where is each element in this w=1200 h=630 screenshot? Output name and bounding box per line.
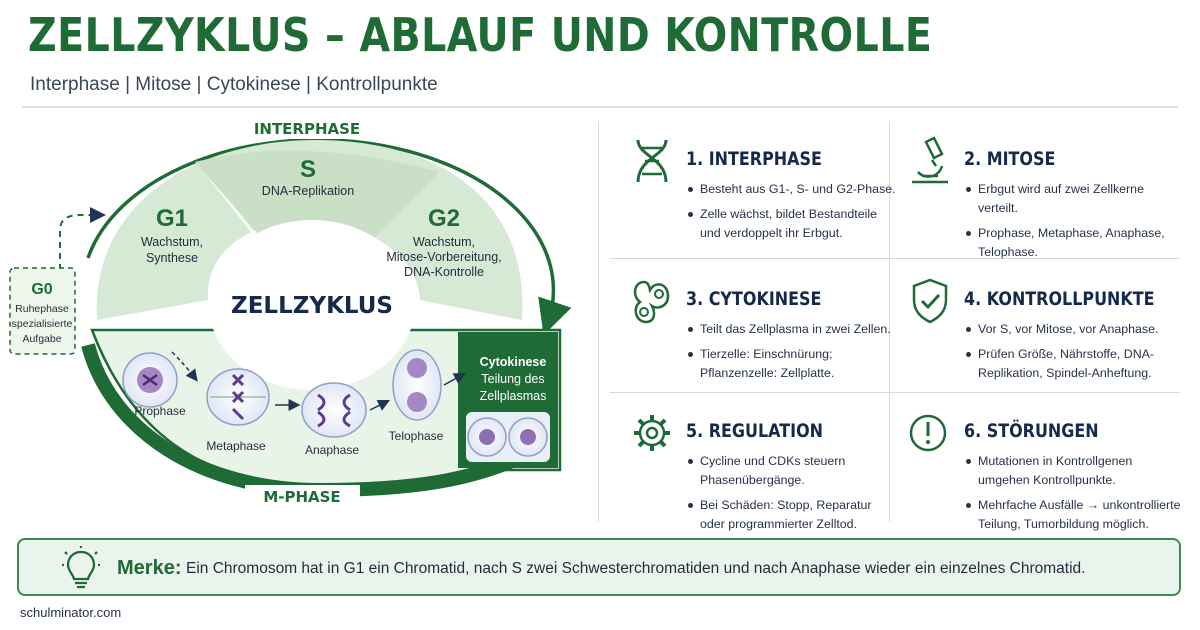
footer-url: schulminator.com xyxy=(20,605,122,620)
dna-icon xyxy=(636,139,668,183)
interphase-label: INTERPHASE xyxy=(254,120,360,138)
g0-line3: Aufgabe xyxy=(22,333,61,345)
row-divider xyxy=(610,258,1180,259)
g0-title: G0 xyxy=(31,281,52,298)
mphase-label: M-PHASE xyxy=(263,488,340,506)
s-title: S xyxy=(300,156,316,183)
card-bullet: Erbgut wird auf zwei Zellkerne verteilt. xyxy=(966,180,1183,218)
card-bullet: Tierzelle: Einschnürung;Pflanzenzelle: Z… xyxy=(688,345,905,383)
card-title: 3. CYTOKINESE xyxy=(686,288,822,310)
card-bullet: Vor S, vor Mitose, vor Anaphase. xyxy=(966,320,1183,339)
g0-line2: spezialisierte xyxy=(12,318,73,330)
card-title: 5. REGULATION xyxy=(686,420,824,442)
card-title: 2. MITOSE xyxy=(964,148,1056,170)
g1-line1: Wachstum, xyxy=(141,235,203,249)
card-title: 1. INTERPHASE xyxy=(686,148,822,170)
interphase-arc xyxy=(86,137,572,336)
cytokinese-line2: Zellplasmas xyxy=(480,389,547,403)
s-line1: DNA-Replikation xyxy=(262,184,354,198)
warning-icon xyxy=(909,414,947,452)
merke-label: Merke: xyxy=(117,557,182,579)
g1-title: G1 xyxy=(156,205,188,232)
cell-cycle-diagram: INTERPHASE M-PHASE ZELLZYKLUS S DNA-Repl… xyxy=(9,117,572,507)
g2-line2: Mitose-Vorbereitung, xyxy=(386,250,501,264)
dividing-cell-icon xyxy=(633,280,670,324)
g1-line2: Synthese xyxy=(146,251,198,265)
center-circle xyxy=(209,220,415,390)
card-bullet: Prüfen Größe, Nährstoffe, DNA-Replikatio… xyxy=(966,345,1183,383)
card-bullet: Teilt das Zellplasma in zwei Zellen. xyxy=(688,320,905,339)
g0-box xyxy=(9,267,76,355)
g2-title: G2 xyxy=(428,205,460,232)
card-title: 6. STÖRUNGEN xyxy=(964,420,1099,442)
g2-line1: Wachstum, xyxy=(413,235,475,249)
g0-line1: Ruhephase xyxy=(15,303,69,315)
stage-anaphase: Anaphase xyxy=(305,443,359,457)
card-bullet: Prophase, Metaphase, Anaphase,Telophase. xyxy=(966,224,1183,262)
gear-icon xyxy=(634,415,670,451)
card-title: 4. KONTROLLPUNKTE xyxy=(964,288,1155,310)
cytokinese-line1: Teilung des xyxy=(481,372,544,386)
column-divider xyxy=(598,122,599,522)
g2-line3: DNA-Kontrolle xyxy=(404,265,484,279)
stage-telophase: Telophase xyxy=(389,429,444,443)
column-divider xyxy=(889,122,890,522)
center-label: ZELLZYKLUS xyxy=(231,293,393,319)
card-bullet: Besteht aus G1-, S- und G2-Phase. xyxy=(688,180,905,199)
row-divider xyxy=(610,392,1180,393)
page-title: ZELLZYKLUS – ABLAUF UND KONTROLLE xyxy=(28,8,933,62)
header-divider xyxy=(22,106,1178,108)
stage-metaphase: Metaphase xyxy=(206,439,266,453)
stage-prophase: Prophase xyxy=(134,404,186,418)
merke-text: Ein Chromosom hat in G1 ein Chromatid, n… xyxy=(186,560,1086,577)
page-subtitle: Interphase | Mitose | Cytokinese | Kontr… xyxy=(30,74,438,95)
lightbulb-icon xyxy=(62,546,100,589)
merke-box: Merke: Ein Chromosom hat in G1 ein Chrom… xyxy=(17,538,1181,596)
shield-check-icon xyxy=(912,278,948,324)
cytokinese-title: Cytokinese xyxy=(480,355,547,369)
microscope-icon xyxy=(912,136,948,184)
